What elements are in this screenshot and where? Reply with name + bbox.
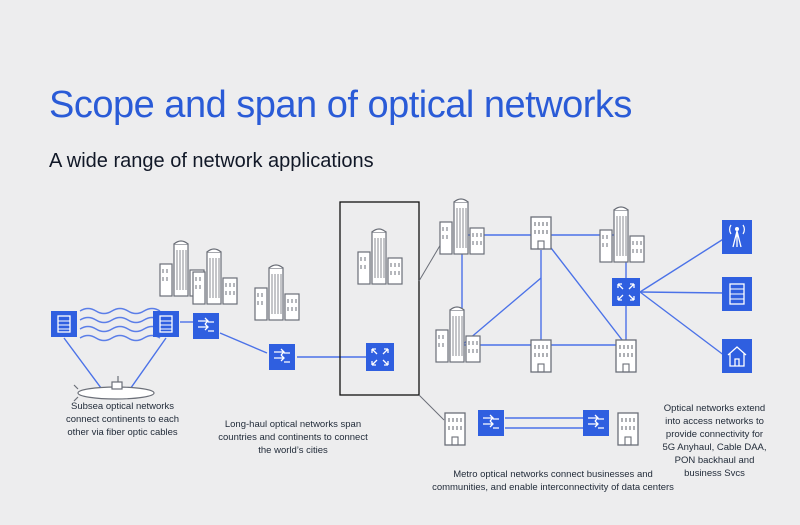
office-building-icon [444, 412, 466, 446]
city-buildings-icon [599, 206, 645, 263]
office-building-icon [615, 339, 637, 373]
optical-terminal-icon [152, 310, 180, 338]
subsea-segment [50, 240, 238, 402]
amplifier-icon [582, 409, 610, 437]
subsea-caption: Subsea optical networks connect continen… [65, 401, 180, 438]
longhaul-caption: Long-haul optical networks span countrie… [218, 419, 368, 456]
optical-switch-icon [611, 277, 641, 307]
amplifier-icon [268, 343, 296, 371]
amplifier-icon [477, 409, 505, 437]
office-building-icon [530, 339, 552, 373]
longhaul-segment [219, 201, 449, 421]
page-title: Scope and span of optical networks [49, 84, 632, 126]
optical-switch-icon [365, 342, 395, 372]
office-building-icon [617, 412, 639, 446]
access-caption: Optical networks extend into access netw… [662, 403, 767, 479]
city-buildings-icon [254, 264, 300, 321]
amplifier-icon [192, 312, 220, 340]
page-subtitle: A wide range of network applications [49, 150, 374, 172]
metro-zoom-frame [339, 201, 420, 396]
city-buildings-icon [192, 248, 238, 305]
access-segment [639, 220, 752, 373]
home-icon [722, 339, 752, 373]
city-buildings-icon [439, 198, 485, 255]
submarine-icon [73, 376, 155, 402]
optical-terminal-icon [722, 277, 752, 311]
optical-terminal-icon [50, 310, 78, 338]
cell-tower-icon [722, 220, 752, 254]
metro-segment [435, 198, 645, 446]
city-buildings-icon [357, 228, 403, 285]
ocean-waves [79, 307, 161, 342]
office-building-icon [530, 216, 552, 250]
metro-caption: Metro optical networks connect businesse… [432, 469, 674, 493]
